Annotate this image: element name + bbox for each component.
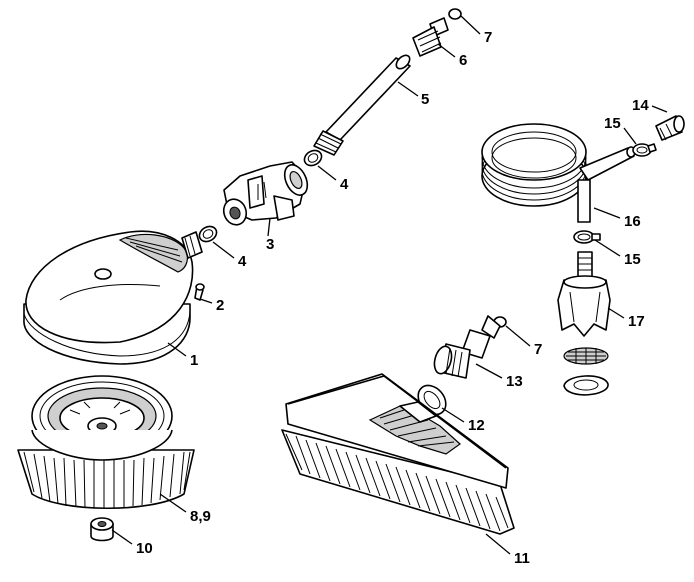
label-part-14: 14 [632,97,649,114]
label-part-15-upper: 15 [604,115,621,132]
screw [194,283,205,301]
label-part-13: 13 [506,373,523,390]
hose-clamp-lower [573,230,601,244]
suction-filter [557,251,611,396]
label-part-10: 10 [136,540,153,557]
label-part-2: 2 [216,297,224,314]
nut [90,517,114,542]
o-ring-upper [303,149,323,167]
label-part-5: 5 [421,91,429,108]
part-labels: 7 6 5 4 3 4 2 1 8,9 10 7 13 12 11 14 15 … [136,29,649,567]
label-part-4-lower: 4 [238,253,247,270]
leader-lines [111,15,668,555]
rotary-brush-housing [23,230,203,365]
flat-wash-brush [281,373,515,535]
brush-adapter [433,315,501,379]
o-ring-top [448,8,462,20]
label-part-4-upper: 4 [340,176,349,193]
label-part-6: 6 [459,52,467,69]
label-part-1: 1 [190,352,198,369]
lance-tube [313,54,411,156]
label-part-7-right: 7 [534,341,542,358]
swivel-joint [222,161,309,226]
label-part-12: 12 [468,417,485,434]
label-part-16: 16 [624,213,641,230]
hose-connector [655,115,685,141]
hose-clamp-upper [632,143,657,157]
label-part-3: 3 [266,236,274,253]
label-part-11: 11 [514,550,530,567]
label-part-15-lower: 15 [624,251,641,268]
round-brush [17,375,195,510]
label-part-7-top: 7 [484,29,492,46]
o-ring-lower [198,225,218,243]
hose-coil [481,123,636,223]
label-part-17: 17 [628,313,645,330]
label-part-8-9: 8,9 [190,508,211,525]
nozzle-fitting [412,17,449,57]
